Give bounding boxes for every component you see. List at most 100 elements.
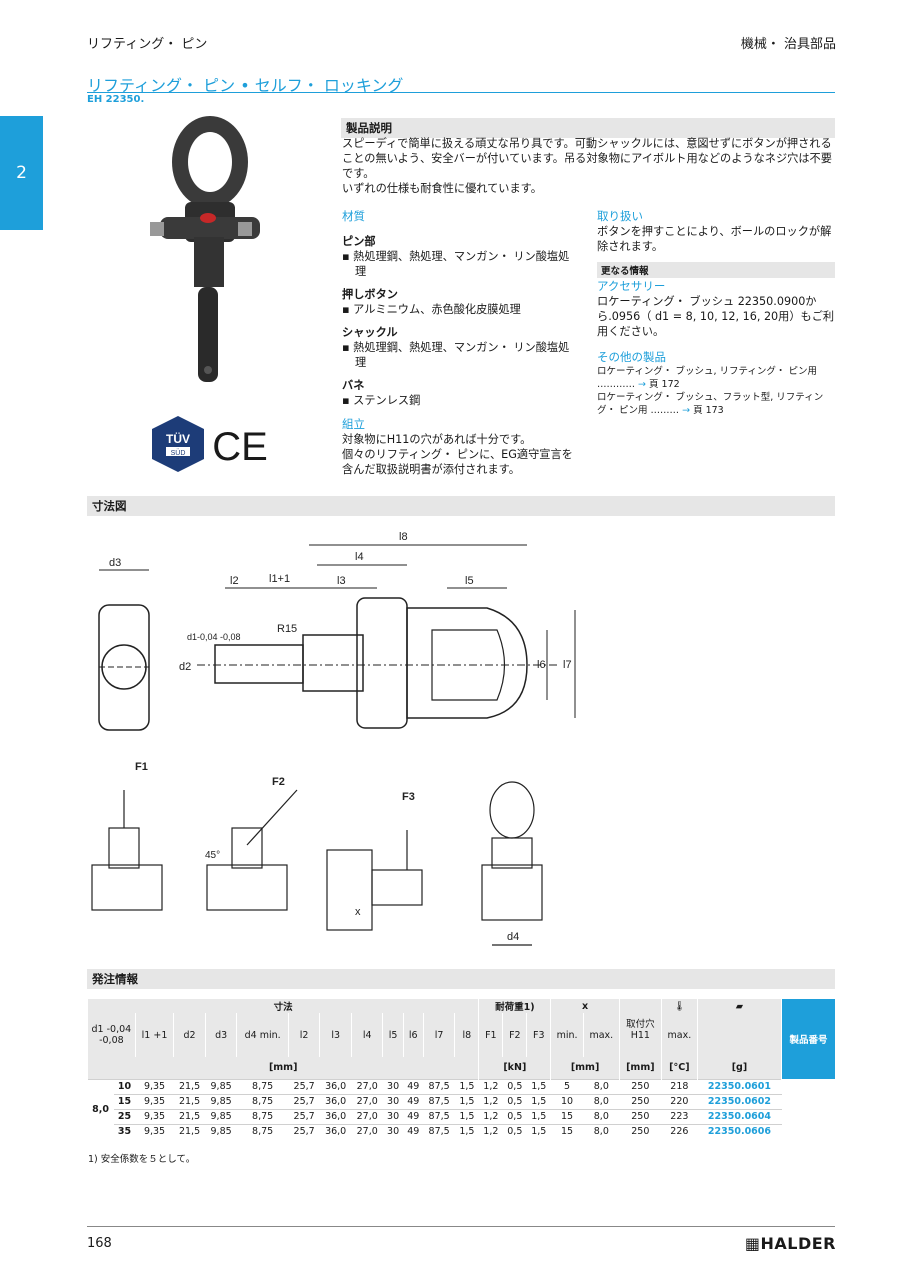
table-cell: 49 [403,1093,424,1109]
col-d1: d1 -0,04 -0,08 [87,1013,136,1057]
svg-text:l8: l8 [399,531,408,543]
table-cell: 226 [661,1123,698,1139]
accessory-text: ロケーティング・ ブッシュ 22350.0900から.0956（ d1 = 8,… [597,295,835,338]
part-number-cell: 22350.0606 [697,1123,782,1139]
table-cell: 25,7 [288,1123,320,1139]
svg-text:F1: F1 [135,761,148,773]
svg-text:l3: l3 [337,575,346,587]
col-l1: l1 +1 [134,1013,174,1057]
unit-kn: [kN] [478,1057,551,1079]
svg-text:l5: l5 [465,575,474,587]
description-heading: 製品説明 [341,118,835,138]
col-d4: d4 min. [236,1013,289,1057]
table-cell: 49 [403,1078,424,1094]
col-l4: l4 [350,1013,383,1057]
table-cell: 10 [550,1093,584,1109]
table-cell: 25 [113,1108,136,1124]
table-cell: 250 [619,1123,662,1139]
col-d2: d2 [173,1013,206,1057]
header-section-title: リフティング・ ピン [87,37,208,52]
table-cell: 1,2 [478,1108,503,1124]
table-cell: 1,5 [454,1108,479,1124]
col-f3: F3 [526,1013,551,1057]
col-l7: l7 [422,1013,455,1057]
col-l8: l8 [454,1013,479,1057]
product-photo [150,116,260,382]
tuv-label: TÜV [166,431,190,446]
col-temp-max: max. [660,1013,698,1057]
table-cell: 36,0 [319,1123,352,1139]
table-cell: 0,5 [502,1078,527,1094]
table-cell: 10 [113,1078,136,1094]
table-cell: 0,5 [502,1108,527,1124]
table-cell: 27,0 [351,1093,383,1109]
table-cell: 25,7 [288,1108,320,1124]
table-cell: 87,5 [423,1078,455,1094]
svg-text:l1+1: l1+1 [269,573,290,585]
svg-text:d2: d2 [179,661,191,673]
svg-text:d4: d4 [507,931,519,943]
part-number-cell: 22350.0604 [697,1108,782,1124]
table-cell: 15 [550,1123,584,1139]
material-title: ピン部 [342,235,376,248]
chapter-tab[interactable]: 2 [0,116,43,230]
table-cell: 27,0 [351,1123,383,1139]
material-title: シャックル [342,326,398,339]
table-cell: 30 [382,1078,404,1094]
table-cell: 223 [661,1108,698,1124]
col-l3: l3 [319,1013,352,1057]
table-cell: 0,5 [502,1123,527,1139]
table-cell: 9,85 [205,1078,237,1094]
table-cell: 8,0 [583,1108,620,1124]
table-cell: 9,35 [135,1093,174,1109]
material-text: ▪ 熱処理鋼、熱処理、マンガン・ リン酸塩処理 [342,250,570,278]
table-cell: 49 [403,1108,424,1124]
weight-icon: ▰ [696,999,782,1013]
table-cell: 1,5 [454,1123,479,1139]
group-x: x [550,999,620,1013]
other-product-link[interactable]: ロケーティング・ ブッシュ、フラット型, リフティング・ ピン用 ……… → 頁… [597,392,824,416]
table-cell: 9,85 [205,1123,237,1139]
assembly-text-2: 個々のリフティング・ ピンに、EG適守宣言を含んだ取扱説明書が添付されます。 [342,448,573,476]
svg-text:l7: l7 [563,659,572,671]
col-f2: F2 [502,1013,527,1057]
col-f1: F1 [478,1013,503,1057]
description-text-2: いずれの仕様も耐食性に優れています。 [342,182,542,195]
table-cell: 87,5 [423,1093,455,1109]
unit-g: [g] [696,1057,782,1079]
tuv-certification-icon: TÜV SÜD CE [152,416,268,472]
other-product-link[interactable]: ロケーティング・ ブッシュ, リフティング・ ピン用 ………… → 頁 172 [597,366,817,390]
table-cell: 1,2 [478,1123,503,1139]
dimension-drawing: d3 l8 l4 l2 l1+1 l3 l5 R15 d1-0,04 -0,08… [91,531,576,946]
table-cell: 9,35 [135,1108,174,1124]
handling-text: ボタンを押すことにより、ボールのロックが解除されます。 [597,225,832,253]
table-cell: 30 [382,1123,404,1139]
table-cell: 15 [113,1093,136,1109]
unit-c: [°C] [660,1057,698,1079]
table-cell: 0,5 [502,1093,527,1109]
handling-heading: 取り扱い [597,209,643,223]
table-cell: 8,75 [236,1108,289,1124]
table-cell: 1,5 [454,1078,479,1094]
table-cell: 15 [550,1108,584,1124]
table-cell: 87,5 [423,1108,455,1124]
assembly-text: 対象物にH11の穴があれば十分です。 [342,433,532,446]
table-cell: 27,0 [351,1108,383,1124]
table-cell: 21,5 [173,1078,206,1094]
brand-logo: ▦HALDER [744,1234,836,1253]
accessory-heading: アクセサリー [597,279,666,293]
material-text: ▪ アルミニウム、赤色酸化皮膜処理 [342,303,521,316]
part-number-cell: 22350.0602 [697,1093,782,1109]
table-cell: 1,2 [478,1078,503,1094]
table-cell: 1,5 [454,1093,479,1109]
table-cell: 27,0 [351,1078,383,1094]
table-cell: 35 [113,1123,136,1139]
part-number-cell: 22350.0601 [697,1078,782,1094]
unit-mm-x: [mm] [550,1057,620,1079]
table-cell: 8,75 [236,1123,289,1139]
table-cell: 8,75 [236,1078,289,1094]
table-cell: 36,0 [319,1078,352,1094]
